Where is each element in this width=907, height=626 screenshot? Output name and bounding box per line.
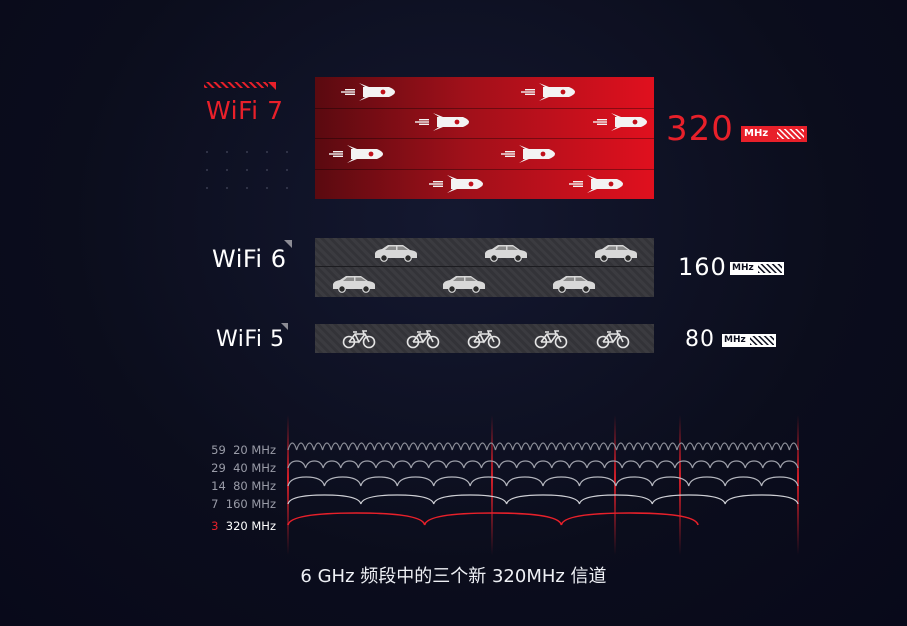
spectrum-wave [287,460,799,469]
rocket-icon [341,83,395,101]
channel-count: 59 [211,443,226,457]
channel-count: 7 [211,497,219,511]
wifi6-unit-label: MHz [732,263,754,273]
wifi5-unit-label: MHz [724,335,746,345]
channel-width: 20 MHz [233,443,276,457]
wifi5-label: WiFi 5 [216,327,285,352]
wifi6-corner-marker [284,240,292,248]
rocket-icon [521,83,575,101]
channel-boundary-glow [491,415,493,555]
wifi7-unit-label: MHz [744,128,769,139]
channel-width: 160 MHz [225,497,276,511]
spectrum-row-40mhz: 29 40 MHz [200,461,276,475]
channel-count: 3 [211,519,219,533]
spectrum-wave [287,442,799,451]
caption: 6 GHz 频段中的三个新 320MHz 信道 [300,566,607,587]
wifi5-unit-tag [722,334,776,347]
wifi7-channel-band [315,77,654,199]
wifi5-bicycles [342,330,630,349]
wifi6-unit-tag [730,262,784,275]
spectrum-row-320mhz: 3 320 MHz [200,519,276,533]
car-icon [552,275,596,293]
channel-boundary-glow [679,415,681,555]
channel-count: 29 [211,461,226,475]
bicycle-icon [467,330,501,349]
wifi5-channel-band [315,324,654,353]
wifi7-label: WiFi 7 [206,96,284,125]
bicycle-icon [534,330,568,349]
wifi7-bandwidth: 320 [666,109,734,149]
spectrum-diagram [287,415,799,555]
spectrum-row-20mhz: 59 20 MHz [200,443,276,457]
channel-width: 80 MHz [233,479,276,493]
channel-width: 320 MHz [225,519,276,533]
wifi7-hatch-marker [204,82,276,90]
rocket-icon [415,113,469,131]
wifi6-cars [332,244,638,293]
rocket-icon [593,113,647,131]
wifi6-bandwidth: 160 [678,253,727,281]
wifi6-label: WiFi 6 [212,245,287,273]
spectrum-row-80mhz: 14 80 MHz [200,479,276,493]
car-icon [374,244,418,262]
spectrum-wave [287,494,799,505]
car-icon [594,244,638,262]
spectrum-row-160mhz: 7 160 MHz [200,497,276,511]
car-icon [332,275,376,293]
rocket-icon [501,145,555,163]
rocket-icon [429,175,483,193]
dot-grid-decoration [206,151,288,189]
bicycle-icon [596,330,630,349]
rocket-icon [329,145,383,163]
spectrum-wave [287,512,699,526]
wifi5-bandwidth: 80 [685,327,715,352]
car-icon [442,275,486,293]
channel-width: 40 MHz [233,461,276,475]
spectrum-wave [287,476,799,487]
rocket-icon [569,175,623,193]
wifi5-corner-marker [281,323,288,330]
wifi7-unit-tag [741,126,807,142]
wifi7-rockets [329,83,647,193]
bicycle-icon [406,330,440,349]
bicycle-icon [342,330,376,349]
car-icon [484,244,528,262]
channel-count: 14 [211,479,226,493]
